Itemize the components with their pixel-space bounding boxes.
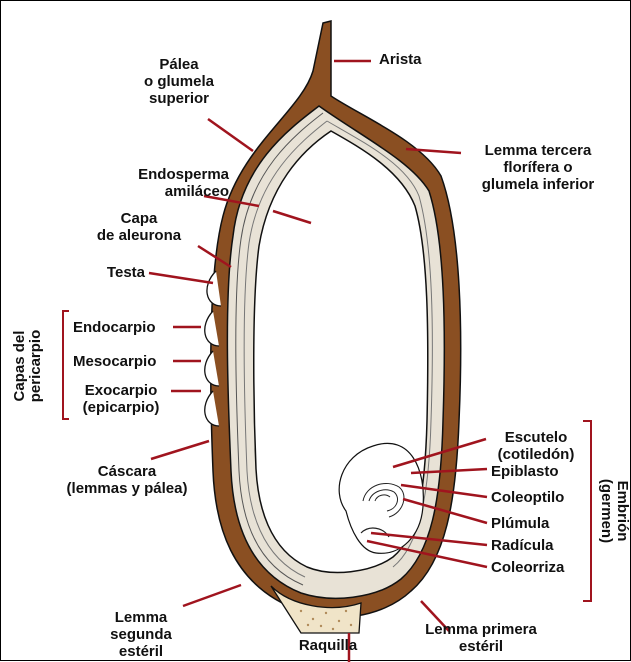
label-exocarpio-line2: (epicarpio)	[65, 399, 177, 416]
label-lemma-segunda-line1: Lemma	[101, 609, 181, 626]
label-embrion-line1: Embrión	[614, 461, 630, 561]
label-lemma-primera-line1: Lemma primera	[416, 621, 546, 638]
label-raquilla: Raquilla	[283, 637, 373, 654]
label-lemma-tercera-line2: florífera o	[463, 159, 613, 176]
label-endocarpio: Endocarpio	[73, 319, 156, 336]
label-cascara-line1: Cáscara	[49, 463, 205, 480]
label-mesocarpio: Mesocarpio	[73, 353, 156, 370]
label-cascara: Cáscara (lemmas y pálea)	[49, 463, 205, 497]
label-lemma-tercera-line1: Lemma tercera	[463, 142, 613, 159]
label-testa: Testa	[81, 264, 145, 281]
label-embrion: Embrión (germen)	[596, 461, 630, 561]
label-lemma-segunda-line3: estéril	[101, 643, 181, 660]
label-embrion-line2: (germen)	[598, 461, 614, 561]
label-lemma-primera: Lemma primera estéril	[416, 621, 546, 655]
label-plumula: Plúmula	[491, 515, 549, 532]
label-lemma-tercera: Lemma tercera florífera o glumela inferi…	[463, 142, 613, 193]
label-capas-line2: pericarpio	[28, 316, 44, 416]
label-palea: Pálea o glumela superior	[129, 56, 229, 107]
label-palea-line3: superior	[129, 90, 229, 107]
label-lemma-segunda-line2: segunda	[101, 626, 181, 643]
label-aleurona-line1: Capa	[76, 210, 202, 227]
label-exocarpio-line1: Exocarpio	[65, 382, 177, 399]
label-exocarpio: Exocarpio (epicarpio)	[65, 382, 177, 416]
label-coleorriza: Coleorriza	[491, 559, 564, 576]
label-capas-line1: Capas del	[12, 316, 28, 416]
label-palea-line1: Pálea	[129, 56, 229, 73]
label-lemma-segunda: Lemma segunda estéril	[101, 609, 181, 660]
label-lemma-tercera-line3: glumela inferior	[463, 176, 613, 193]
label-escutelo-line1: Escutelo	[486, 429, 586, 446]
label-lemma-primera-line2: estéril	[416, 638, 546, 655]
label-capas-pericarpio: Capas del pericarpio	[12, 316, 46, 416]
label-escutelo-line2: (cotiledón)	[486, 446, 586, 463]
label-endosperma: Endosperma amiláceo	[101, 166, 229, 200]
label-radicula: Radícula	[491, 537, 554, 554]
label-arista: Arista	[379, 51, 422, 68]
label-cascara-line2: (lemmas y pálea)	[49, 480, 205, 497]
label-escutelo: Escutelo (cotiledón)	[486, 429, 586, 463]
label-aleurona: Capa de aleurona	[76, 210, 202, 244]
label-aleurona-line2: de aleurona	[76, 227, 202, 244]
label-epiblasto: Epiblasto	[491, 463, 559, 480]
label-palea-line2: o glumela	[129, 73, 229, 90]
label-endosperma-line2: amiláceo	[101, 183, 229, 200]
label-coleoptilo: Coleoptilo	[491, 489, 564, 506]
label-endosperma-line1: Endosperma	[101, 166, 229, 183]
